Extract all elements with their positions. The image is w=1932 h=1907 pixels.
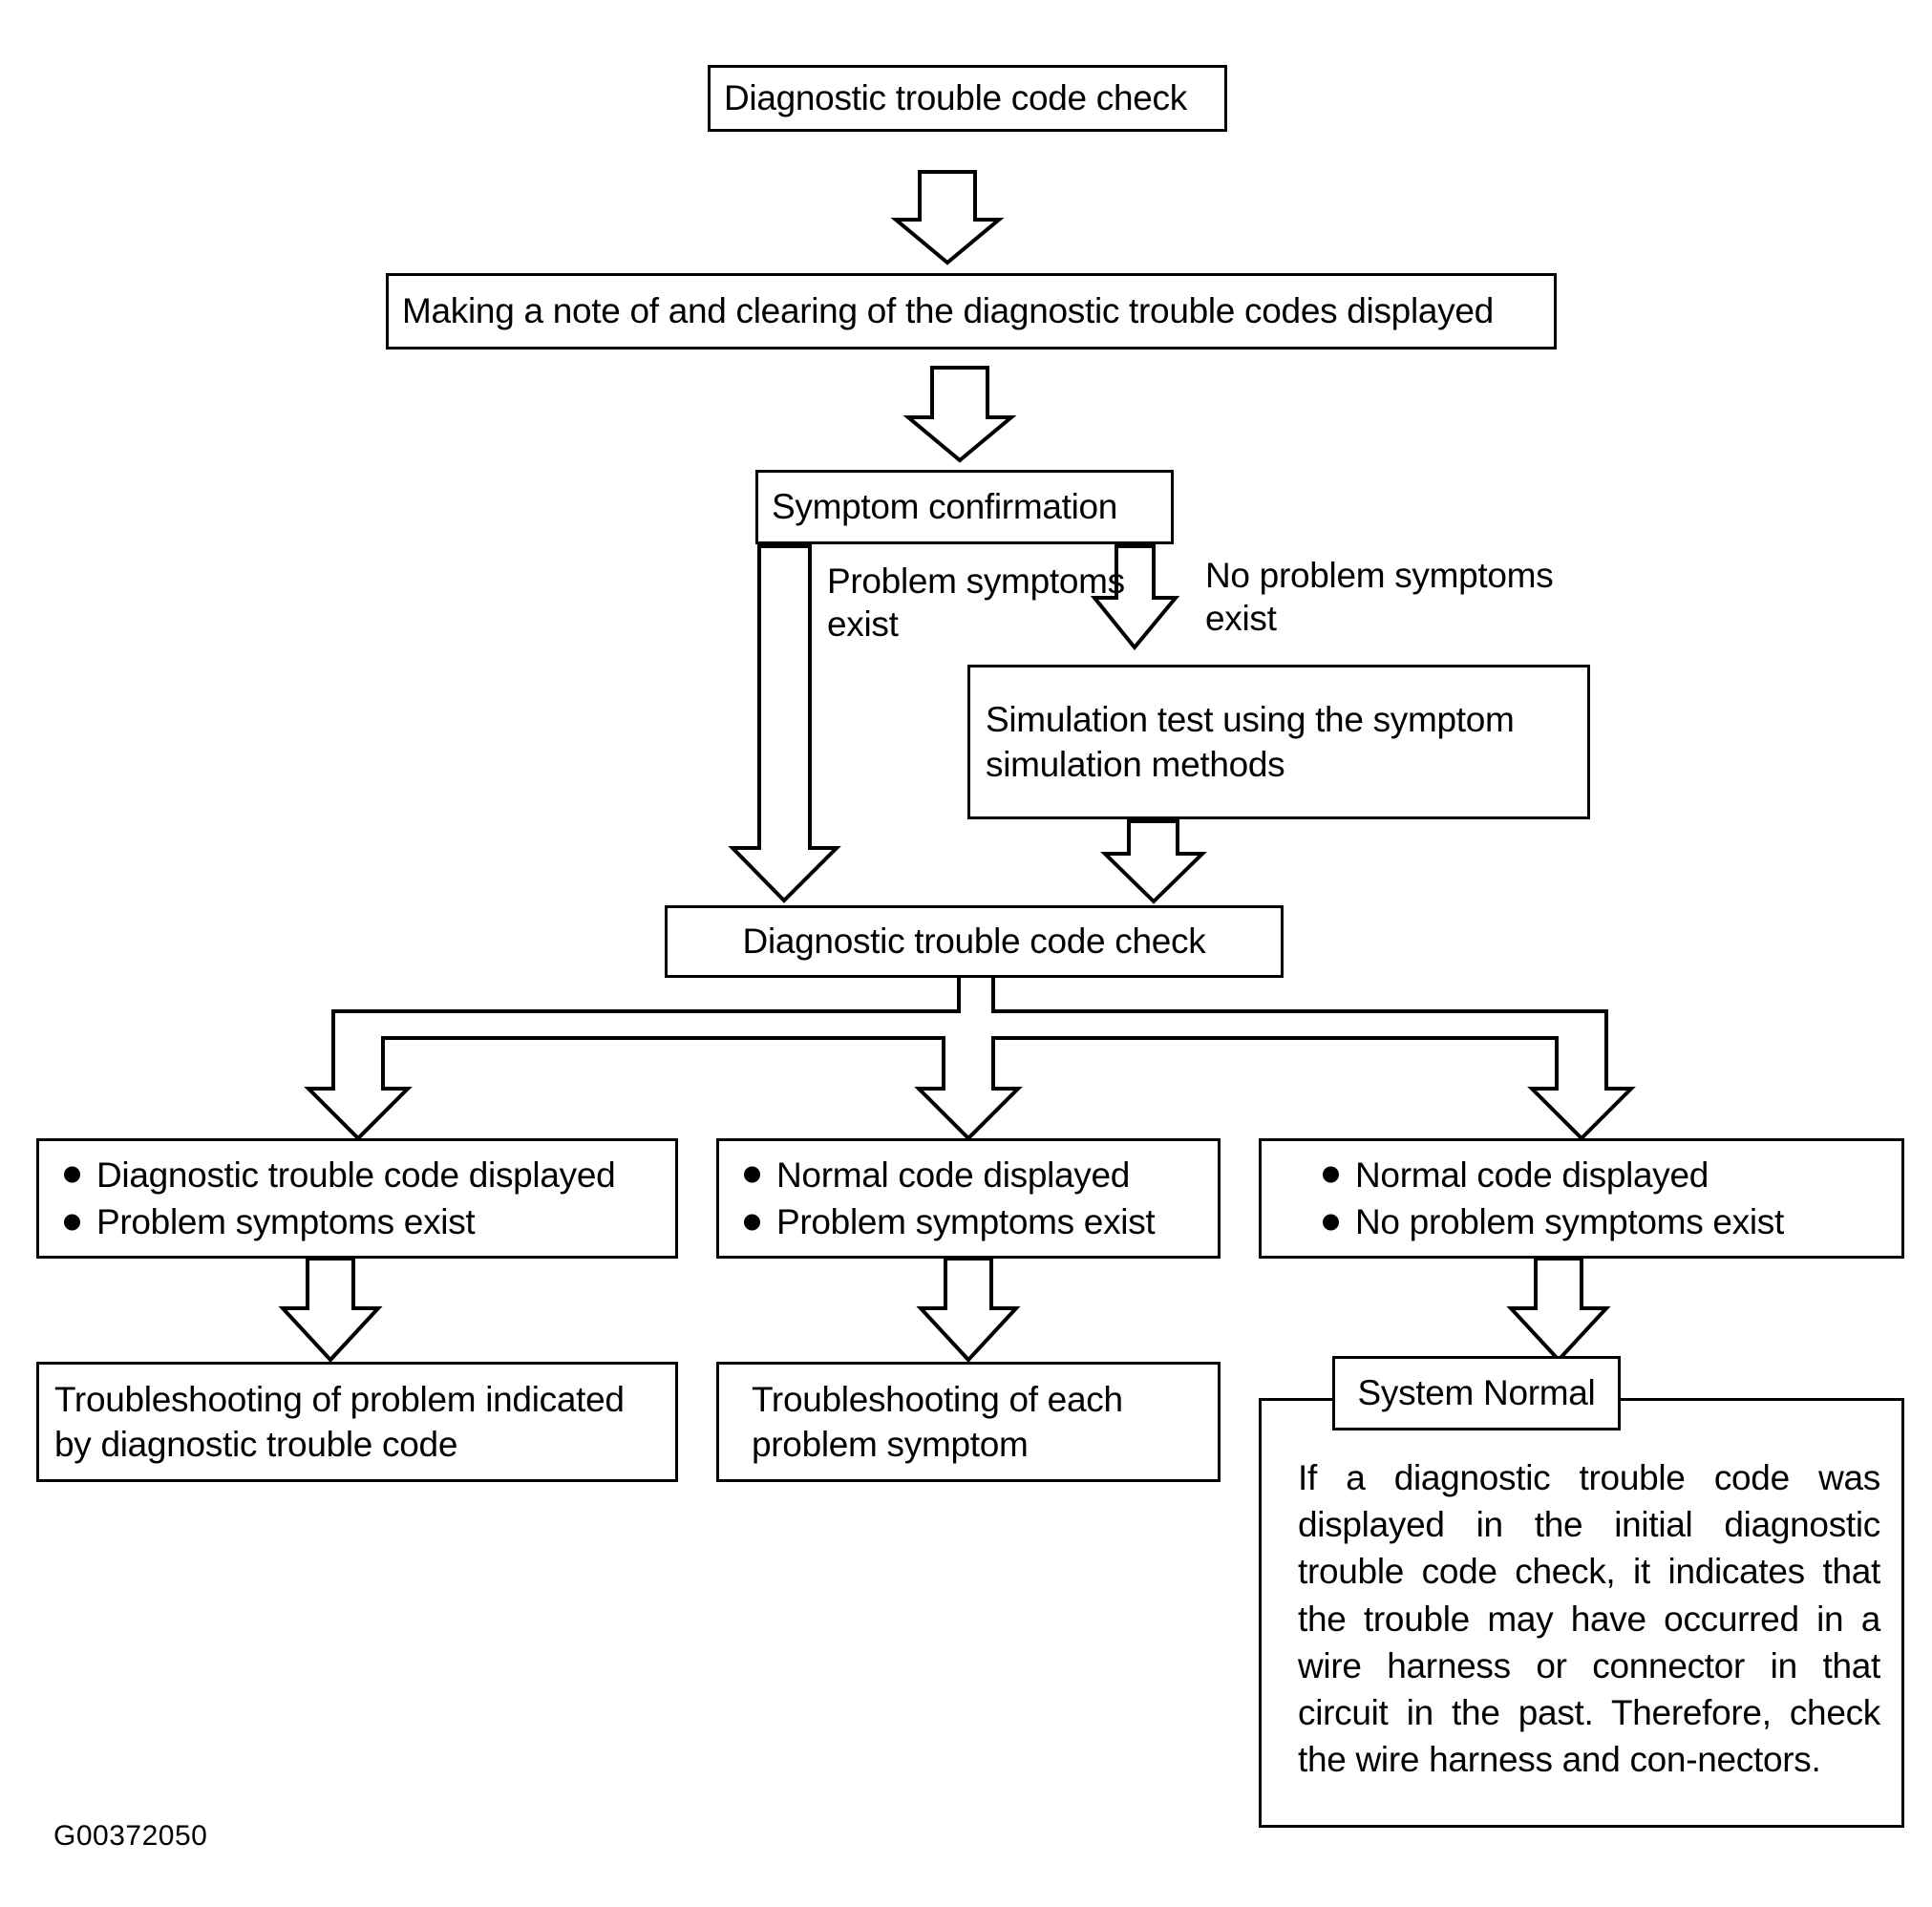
branch-label-no-problem-exists: No problem symptoms exist [1205,556,1554,639]
down-arrow-icon [1506,1257,1611,1363]
result-middle-bullet-list: Normal code displayed Problem symptoms e… [734,1151,1202,1247]
branch-splitter-icon [304,961,1636,1141]
node-simulation-test-line-2: simulation methods [986,745,1285,784]
down-arrow-icon [1100,819,1207,904]
node-dtc-check-2[interactable]: Diagnostic trouble code check [665,905,1284,978]
node-start[interactable]: Diagnostic trouble code check [708,65,1227,132]
node-system-normal-body[interactable]: If a diagnostic trouble code was display… [1259,1398,1904,1828]
result-left-bullet-list: Diagnostic trouble code displayed Proble… [54,1151,660,1247]
node-clear-codes-label: Making a note of and clearing of the dia… [402,291,1494,331]
node-simulation-test[interactable]: Simulation test using the symptom simula… [967,665,1590,819]
node-result-middle[interactable]: Normal code displayed Problem symptoms e… [716,1138,1221,1259]
list-item: Problem symptoms exist [54,1199,660,1244]
node-troubleshoot-middle-line-2: problem symptom [752,1425,1029,1464]
down-arrow-icon [890,170,1005,265]
node-simulation-test-line-1: Simulation test using the symptom [986,699,1515,739]
node-dtc-check-2-label: Diagnostic trouble code check [742,922,1206,962]
node-result-left[interactable]: Diagnostic trouble code displayed Proble… [36,1138,678,1259]
list-item: Diagnostic trouble code displayed [54,1153,660,1197]
node-system-normal-tag[interactable]: System Normal [1332,1356,1621,1430]
list-item: Normal code displayed [1313,1153,1886,1197]
down-arrow-icon [278,1257,383,1363]
node-symptom-confirmation-label: Symptom confirmation [772,487,1118,527]
list-item: Normal code displayed [734,1153,1202,1197]
node-system-normal-text: If a diagnostic trouble code was display… [1298,1458,1880,1780]
down-arrow-icon [902,366,1017,463]
node-troubleshoot-left-line-1: Troubleshooting of problem indicated [54,1379,625,1419]
list-item: Problem symptoms exist [734,1199,1202,1244]
down-arrow-icon [1090,544,1180,651]
node-symptom-confirmation[interactable]: Symptom confirmation [755,470,1174,544]
list-item: No problem symptoms exist [1313,1199,1886,1244]
branch-label-problem-exists: Problem symptoms exist [827,562,1125,645]
node-result-right[interactable]: Normal code displayed No problem symptom… [1259,1138,1904,1259]
node-troubleshoot-left-line-2: by diagnostic trouble code [54,1425,458,1464]
down-arrow-icon [728,544,841,903]
node-troubleshoot-middle[interactable]: Troubleshooting of each problem symptom [716,1362,1221,1482]
node-system-normal-tag-label: System Normal [1357,1373,1596,1412]
node-troubleshoot-left[interactable]: Troubleshooting of problem indicated by … [36,1362,678,1482]
reference-code: G00372050 [53,1820,208,1852]
node-clear-codes[interactable]: Making a note of and clearing of the dia… [386,273,1557,350]
down-arrow-icon [916,1257,1021,1363]
result-right-bullet-list: Normal code displayed No problem symptom… [1277,1151,1886,1247]
node-start-label: Diagnostic trouble code check [724,78,1187,118]
node-troubleshoot-middle-line-1: Troubleshooting of each [752,1379,1123,1419]
